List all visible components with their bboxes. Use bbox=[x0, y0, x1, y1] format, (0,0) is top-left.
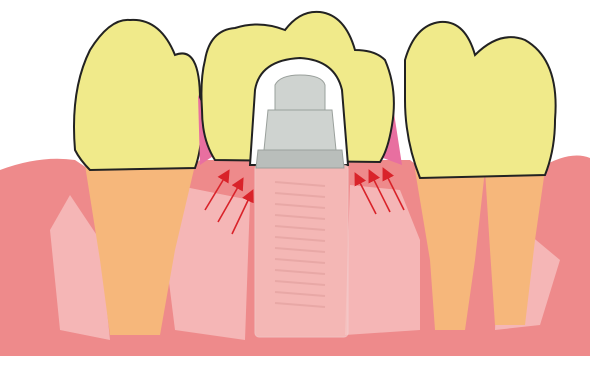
abutment-collar bbox=[256, 150, 344, 168]
left-tooth-crown bbox=[74, 20, 202, 170]
abutment-post bbox=[275, 75, 325, 110]
right-tooth-crown bbox=[405, 22, 556, 178]
abutment-neck bbox=[264, 110, 336, 150]
